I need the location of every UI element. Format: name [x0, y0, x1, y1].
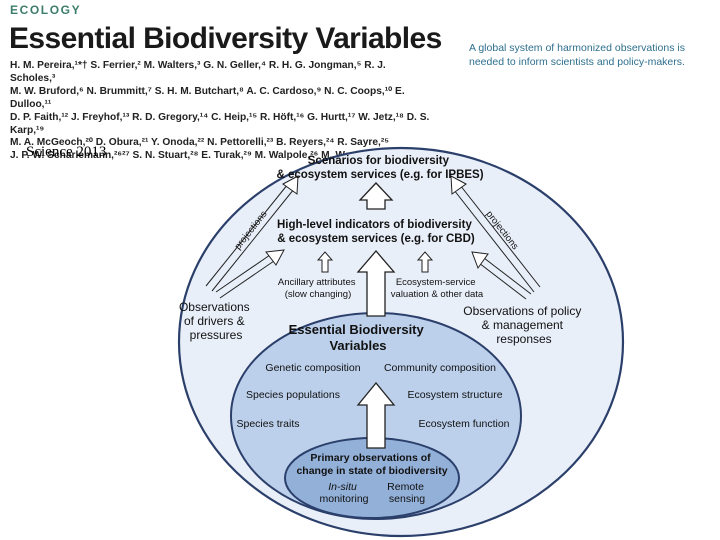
ebv-title: Essential Biodiversity Variables: [289, 322, 428, 353]
arrow-policy-to-scenarios: [450, 175, 541, 293]
article-title: Essential Biodiversity Variables: [9, 22, 442, 55]
ebv-populations: Species populations: [246, 389, 340, 401]
policy-label: Observations of policy & management resp…: [463, 304, 584, 346]
author-line: M. A. McGeoch,²⁰ D. Obura,²¹ Y. Onoda,²²…: [10, 137, 390, 149]
ebv-genetic: Genetic composition: [265, 362, 360, 374]
author-list: H. M. Pereira,¹*† S. Ferrier,² M. Walter…: [10, 60, 430, 163]
author-line: M. W. Bruford,⁶ N. Brummitt,⁷ S. H. M. B…: [10, 85, 405, 110]
journal-note: Science 2013: [26, 144, 107, 160]
arrow-drivers-to-scenarios: [205, 175, 299, 292]
remote-label: Remote sensing: [387, 481, 427, 505]
indicators-label: High-level indicators of biodiversity & …: [277, 219, 475, 245]
insitu-label: In-situ monitoring: [319, 481, 368, 505]
arrow-ebv-to-indicators: [356, 250, 396, 317]
arrow-ancillary: [316, 251, 334, 273]
ebv-function: Ecosystem function: [418, 418, 509, 430]
article-tagline: A global system of harmonized observatio…: [469, 42, 685, 68]
arrow-indicators-to-scenarios: [358, 182, 394, 210]
section-label: ECOLOGY: [10, 3, 82, 17]
drivers-label: Observations of drivers & pressures: [179, 300, 253, 342]
author-line: H. M. Pereira,¹*† S. Ferrier,² M. Walter…: [10, 60, 386, 84]
author-line: D. P. Faith,¹² J. Freyhof,¹³ R. D. Grego…: [10, 111, 430, 136]
primary-label: Primary observations of change in state …: [296, 452, 447, 477]
arrow-drivers-to-indicators: [215, 249, 285, 299]
ebv-traits: Species traits: [236, 418, 299, 430]
arrow-valuation: [416, 251, 434, 273]
author-line: J. P. W. Scharlemann,²⁶²⁷ S. N. Stuart,²…: [10, 150, 392, 162]
arrow-policy-to-indicators: [471, 251, 532, 300]
scenarios-label: Scenarios for biodiversity & ecosystem s…: [276, 155, 483, 181]
ebv-community: Community composition: [384, 362, 496, 374]
ebv-structure: Ecosystem structure: [407, 389, 502, 401]
ancillary-label: Ancillary attributes (slow changing): [278, 277, 358, 300]
primary-ellipse: [284, 437, 460, 519]
arrow-primary-to-ebv: [356, 381, 396, 449]
valuation-label: Ecosystem-service valuation & other data: [391, 277, 484, 300]
